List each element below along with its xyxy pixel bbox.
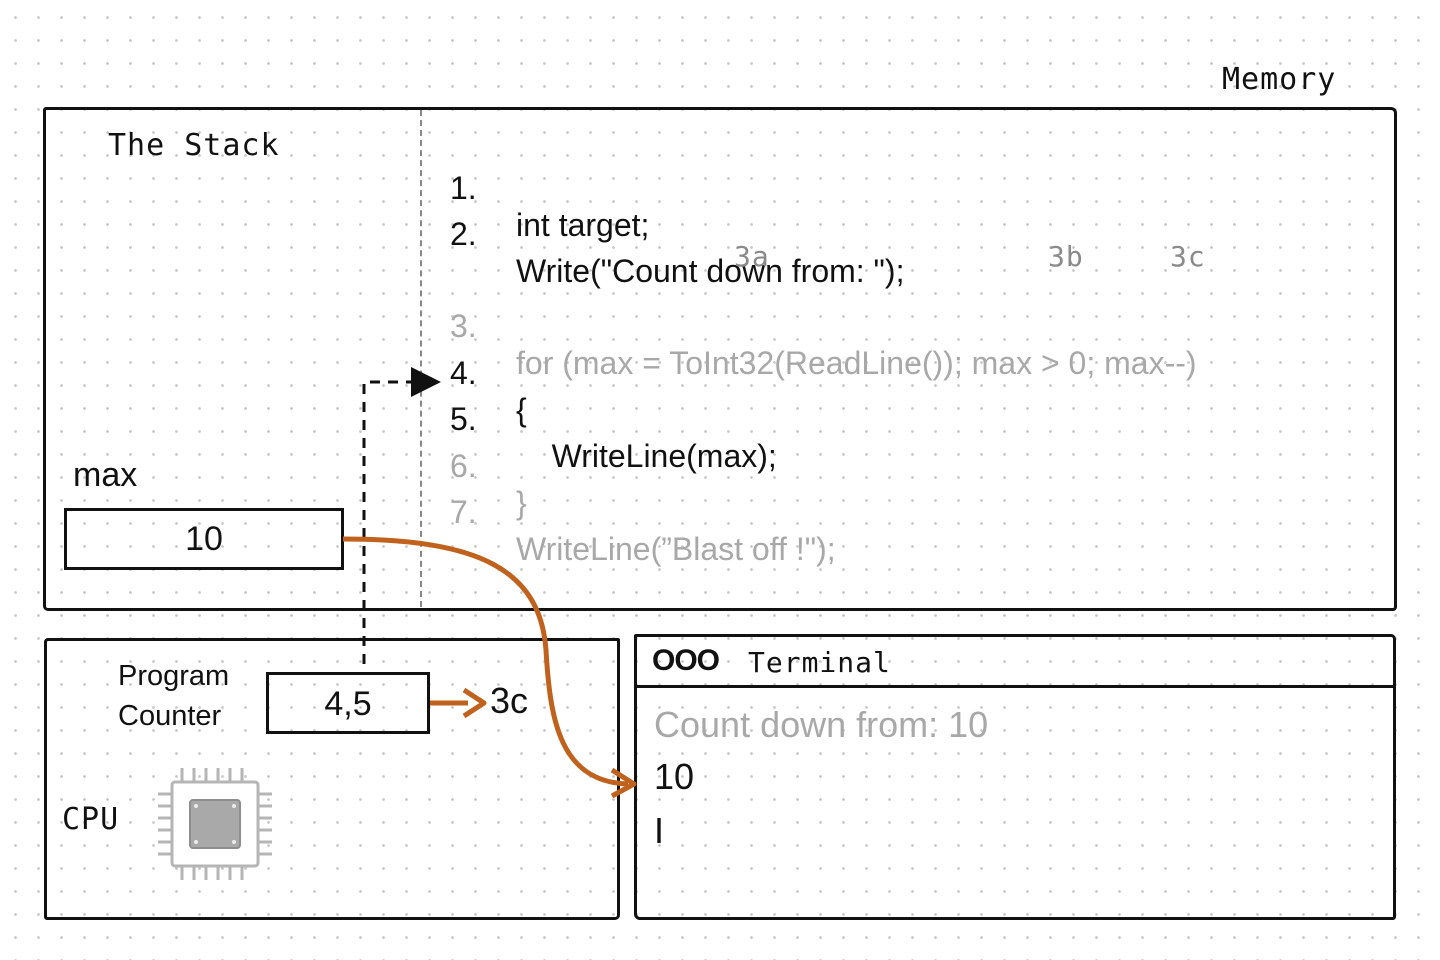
stack-title: The Stack	[108, 128, 280, 163]
line-text: Write("Count down from: ");	[516, 253, 905, 289]
line-number: 7.	[450, 494, 477, 530]
cpu-label: CPU	[62, 802, 120, 837]
program-counter-label-line1: Program	[118, 660, 230, 692]
stack-code-divider	[420, 110, 422, 607]
code-line: 6. }	[450, 411, 1350, 521]
annotation-3b: 3b	[1048, 240, 1084, 273]
line-text: for (max = ToInt32(ReadLine()); max > 0;…	[516, 345, 1197, 381]
cpu-chip-icon	[158, 768, 272, 880]
memory-label: Memory	[1222, 62, 1337, 97]
variable-name: max	[73, 456, 138, 494]
memory-box	[43, 107, 1397, 611]
code-line: 2. Write("Count down from: ");	[450, 179, 1350, 289]
line-text: }	[516, 485, 527, 521]
terminal-title: Terminal	[748, 646, 891, 679]
code-line-current: 5. WriteLine(max);	[450, 364, 1350, 474]
program-counter-label: Program Counter	[118, 656, 229, 736]
line-number: 4.	[450, 355, 477, 391]
program-counter-label-line2: Counter	[118, 700, 222, 732]
annotation-3a: 3a	[734, 240, 770, 273]
terminal-line: 10	[654, 756, 695, 797]
line-text: int target;	[516, 207, 650, 243]
variable-value-box: 10	[64, 508, 344, 570]
line-text: {	[516, 392, 527, 428]
terminal-cursor: I	[654, 810, 665, 851]
terminal-title-bar-divider	[637, 685, 1393, 688]
code-line: 1. int target;	[450, 133, 1350, 243]
terminal-traffic-lights-icon: OOO	[652, 644, 720, 677]
program-counter-value: 4,5	[266, 672, 430, 734]
terminal-line: Count down from: 10	[654, 704, 989, 745]
line-number: 5.	[450, 401, 477, 437]
next-step-label: 3c	[490, 680, 529, 721]
line-text: WriteLine(”Blast off !");	[516, 531, 836, 567]
code-line: 4. {	[450, 318, 1350, 428]
line-number: 1.	[450, 170, 477, 206]
line-number: 2.	[450, 216, 477, 252]
code-line: 3. for (max = ToInt32(ReadLine()); max >…	[450, 271, 1350, 381]
line-number: 3.	[450, 308, 477, 344]
code-line: 7. WriteLine(”Blast off !");	[450, 457, 1350, 567]
line-text: WriteLine(max);	[516, 438, 777, 474]
line-number: 6.	[450, 448, 477, 484]
annotation-3c: 3c	[1170, 240, 1206, 273]
